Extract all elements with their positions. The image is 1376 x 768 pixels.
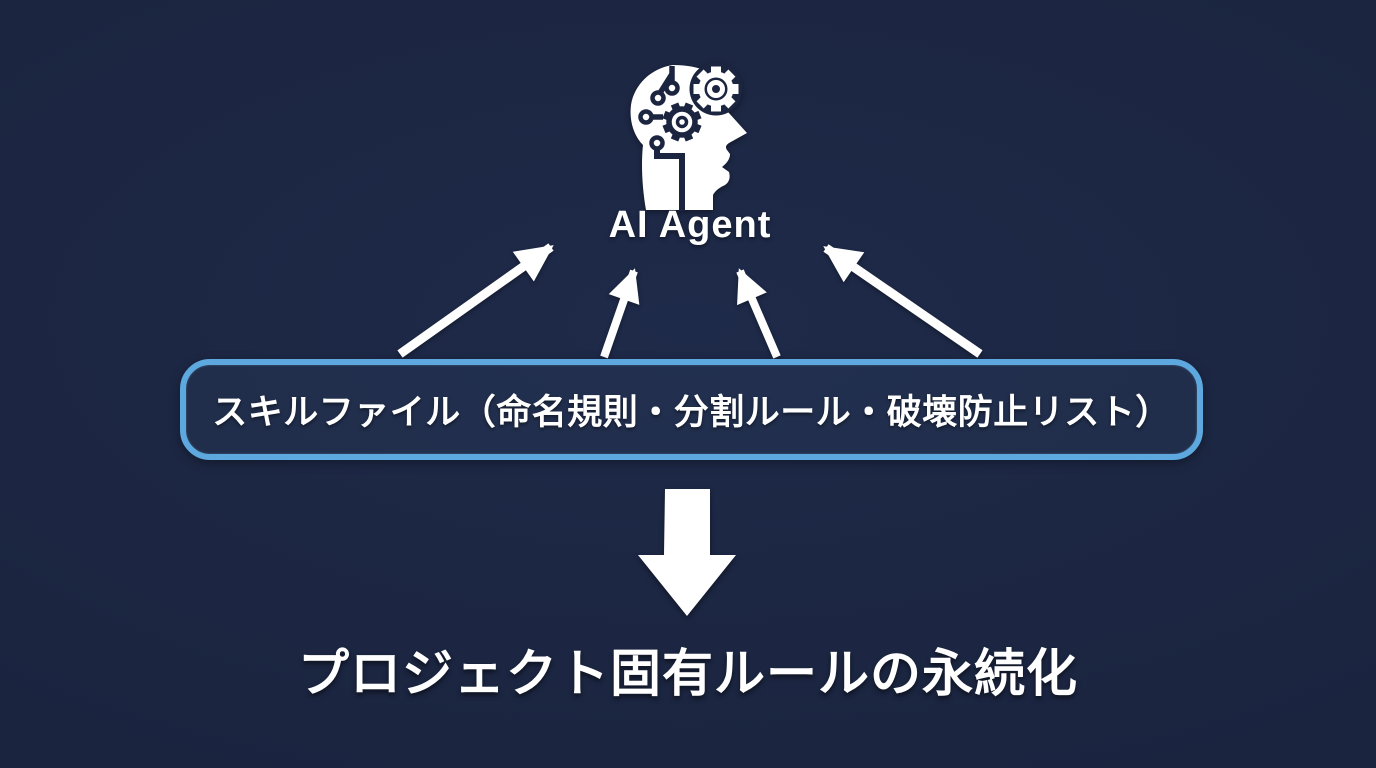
skill-file-label: スキルファイル（命名規則・分割ルール・破壊防止リスト） [212, 393, 1171, 432]
down-arrow [638, 489, 736, 616]
up-arrow-inner-right [736, 268, 781, 359]
skill-file-box: スキルファイル（命名規則・分割ルール・破壊防止リスト） [180, 359, 1203, 460]
up-arrow-outer-right [823, 244, 983, 358]
gear-small-icon [662, 102, 702, 142]
circuit-nodes-icon [638, 80, 680, 151]
ai-agent-label: AI Agent [608, 204, 772, 246]
outcome-label: プロジェクト固有ルールの永続化 [297, 645, 1078, 702]
ai-agent-head-icon [630, 62, 747, 211]
gear-large-icon [689, 62, 743, 116]
up-arrow-outer-left [397, 243, 554, 358]
up-arrow-inner-left [600, 268, 640, 359]
